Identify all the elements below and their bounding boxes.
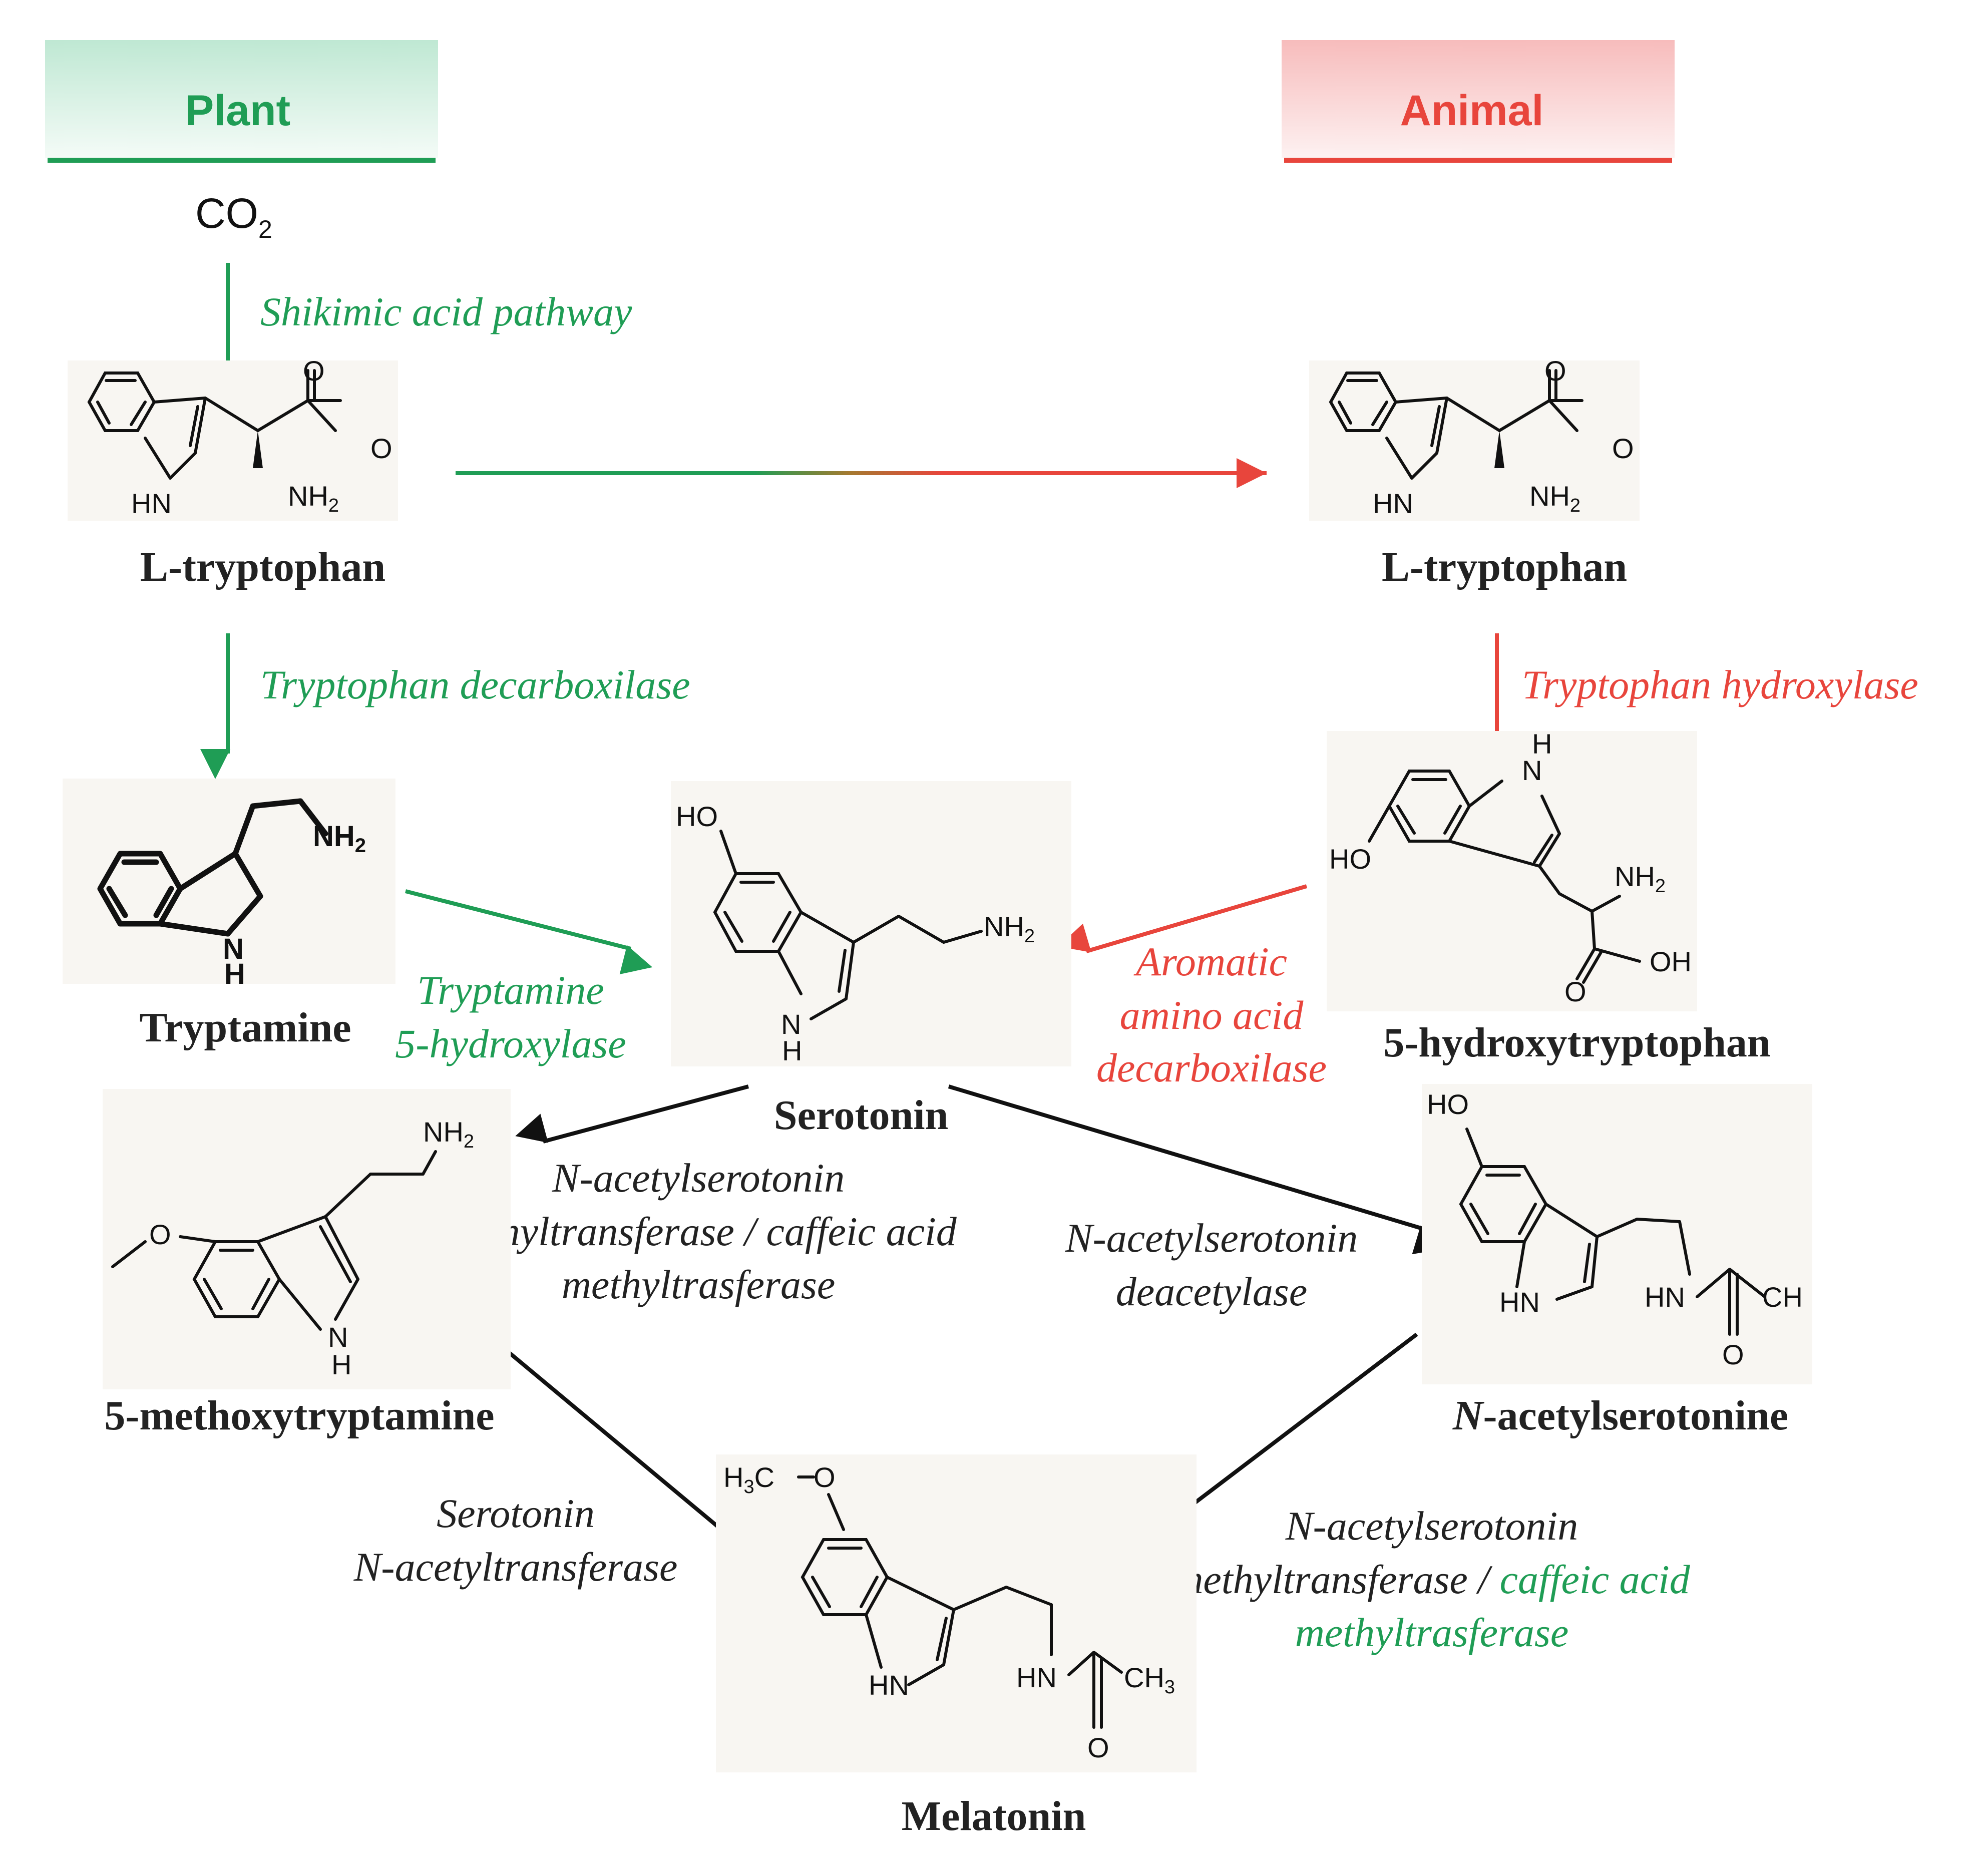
svg-text:N-acetyltransferase: N-acetyltransferase	[353, 1544, 678, 1590]
svg-text:NH2: NH2	[423, 1116, 474, 1152]
svg-text:deacetylase: deacetylase	[1116, 1269, 1307, 1314]
structure-backdrop	[1327, 731, 1697, 1011]
structure-backdrop	[671, 781, 1071, 1066]
svg-text:N-acetylserotonin: N-acetylserotonin	[1065, 1215, 1358, 1261]
svg-text:O: O	[1544, 355, 1566, 387]
enzyme-shikimic-acid-pathway: Shikimic acid pathway	[260, 289, 632, 334]
svg-text:methyltrasferase: methyltrasferase	[562, 1262, 836, 1307]
svg-text:methyltransferase / caffeic ac: methyltransferase / caffeic acid	[1173, 1557, 1691, 1602]
svg-text:HO: HO	[1427, 1088, 1469, 1120]
svg-text:Aromatic: Aromatic	[1133, 939, 1287, 984]
enzyme-tryptophan-hydroxylase: Tryptophan hydroxylase	[1522, 662, 1918, 707]
svg-text:methyltransferase / caffeic ac: methyltransferase / caffeic acid	[440, 1209, 957, 1254]
svg-text:O: O	[1722, 1339, 1744, 1370]
svg-text:CH: CH	[1762, 1281, 1803, 1313]
animal-header-label: Animal	[1400, 87, 1544, 135]
svg-text:NH2: NH2	[313, 820, 366, 857]
svg-text:O: O	[1087, 1732, 1109, 1763]
svg-text:O: O	[370, 433, 392, 464]
svg-text:O: O	[1612, 433, 1634, 464]
arrow-plant-to-animal-head	[1237, 458, 1267, 488]
svg-text:H: H	[331, 1349, 351, 1380]
svg-text:H: H	[224, 958, 245, 990]
svg-text:N-acetylserotonin: N-acetylserotonin	[1285, 1503, 1578, 1549]
arrow-serotonin-to-nas	[948, 1084, 1445, 1255]
svg-text:O: O	[1564, 976, 1586, 1007]
svg-text:HN: HN	[131, 488, 172, 519]
compound-name-melatonin: Melatonin	[902, 1793, 1086, 1839]
svg-text:H3C: H3C	[723, 1461, 774, 1498]
compound-name-n-acetylserotonine: N-acetylserotonine	[1452, 1392, 1788, 1439]
enzyme-n-acetylserotonin-deacetylase: N-acetylserotonin deacetylase	[1065, 1215, 1358, 1314]
enzyme-asmt-comt-upper: N-acetylserotonin methyltransferase / ca…	[440, 1155, 957, 1307]
svg-text:N: N	[328, 1321, 348, 1353]
structure-l-tryptophan-plant: HN NH2 O O	[68, 355, 398, 521]
structure-melatonin: H3C O HN HN CH3 O	[716, 1454, 1197, 1772]
compound-name-l-tryptophan-plant: L-tryptophan	[140, 544, 385, 590]
svg-text:HN: HN	[1645, 1281, 1685, 1313]
svg-text:NH2: NH2	[984, 911, 1035, 947]
enzyme-tryptamine-5-hydroxylase: Tryptamine 5-hydroxylase	[395, 967, 626, 1066]
animal-header-background	[1282, 40, 1675, 158]
structure-backdrop	[1422, 1084, 1812, 1384]
structure-backdrop	[103, 1089, 511, 1389]
arrow-serotonin-to-5mt	[515, 1084, 749, 1144]
structure-backdrop	[63, 779, 395, 984]
arrow-tryptamine-to-serotonin	[405, 889, 653, 975]
svg-text:O: O	[149, 1219, 171, 1250]
svg-text:Tryptamine: Tryptamine	[417, 967, 604, 1013]
svg-text:HN: HN	[1373, 488, 1413, 519]
plant-header: Plant	[45, 40, 438, 163]
compound-name-tryptamine: Tryptamine	[139, 1004, 351, 1051]
svg-text:methyltrasferase: methyltrasferase	[1295, 1610, 1569, 1655]
svg-text:Serotonin: Serotonin	[437, 1491, 595, 1536]
svg-text:N: N	[1522, 755, 1542, 786]
svg-text:HO: HO	[676, 801, 718, 832]
svg-text:H: H	[1532, 728, 1552, 760]
compound-name-l-tryptophan-animal: L-tryptophan	[1382, 544, 1627, 590]
arrow-htp-to-serotonin	[1058, 884, 1308, 953]
enzyme-tryptophan-decarboxilase: Tryptophan decarboxilase	[260, 662, 690, 707]
svg-text:decarboxilase: decarboxilase	[1096, 1045, 1327, 1090]
animal-header: Animal	[1282, 40, 1675, 163]
svg-text:N-acetylserotonin: N-acetylserotonin	[552, 1155, 845, 1201]
svg-text:H: H	[782, 1035, 802, 1066]
structure-5-methoxytryptamine: O NH2 N H	[103, 1089, 511, 1389]
svg-text:O: O	[814, 1461, 836, 1493]
svg-text:NH2: NH2	[288, 480, 339, 516]
compound-name-serotonin: Serotonin	[774, 1092, 949, 1139]
svg-text:NH2: NH2	[1615, 861, 1666, 897]
structure-tryptamine: NH2 N H	[63, 779, 395, 990]
structure-l-tryptophan-animal: HN NH2 O O	[1309, 355, 1640, 521]
svg-text:HN: HN	[1016, 1662, 1057, 1693]
svg-text:O: O	[303, 355, 325, 387]
structure-backdrop	[68, 360, 398, 521]
compound-name-5-hydroxytryptophan: 5-hydroxytryptophan	[1383, 1019, 1770, 1066]
svg-text:N: N	[223, 933, 244, 965]
structure-serotonin: HO NH2 N H	[671, 781, 1071, 1066]
structure-5-hydroxytryptophan: H N HO NH2 OH O	[1327, 728, 1697, 1011]
enzyme-aromatic-amino-acid-decarboxilase: Aromatic amino acid decarboxilase	[1096, 939, 1327, 1090]
svg-text:HN: HN	[1499, 1286, 1540, 1318]
svg-text:OH: OH	[1650, 946, 1692, 977]
svg-text:HN: HN	[869, 1669, 909, 1701]
svg-text:5-hydroxylase: 5-hydroxylase	[395, 1021, 626, 1066]
enzyme-asmt-comt-lower: N-acetylserotonin methyltransferase / ca…	[1173, 1503, 1691, 1655]
svg-text:HO: HO	[1329, 843, 1371, 875]
structure-backdrop	[716, 1454, 1197, 1772]
plant-header-background	[45, 40, 438, 158]
co2-label: CO2	[195, 190, 272, 243]
svg-text:CH3: CH3	[1124, 1662, 1175, 1698]
plant-header-label: Plant	[185, 87, 290, 135]
compound-name-5-methoxytryptamine: 5-methoxytryptamine	[104, 1392, 494, 1439]
svg-text:NH2: NH2	[1529, 480, 1580, 516]
svg-text:N: N	[781, 1008, 801, 1040]
structure-n-acetylserotonine: HO HN HN CH O	[1422, 1084, 1812, 1384]
structure-backdrop	[1309, 360, 1640, 521]
svg-text:amino acid: amino acid	[1120, 992, 1304, 1038]
enzyme-serotonin-n-acetyltransferase: Serotonin N-acetyltransferase	[353, 1491, 678, 1590]
